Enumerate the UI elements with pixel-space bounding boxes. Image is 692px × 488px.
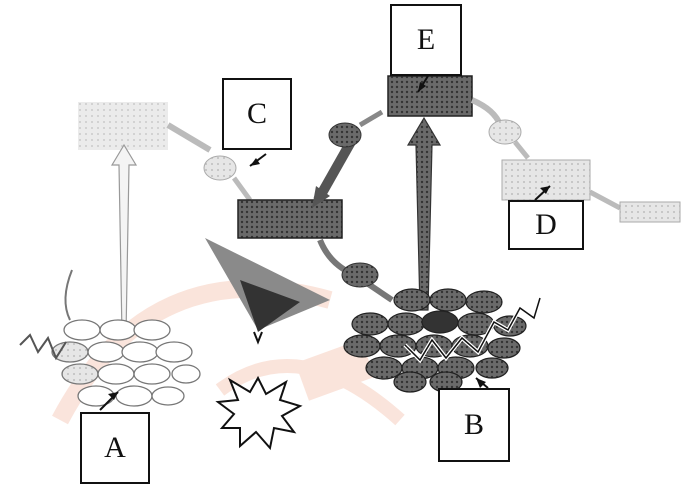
dark-protein-box-center [237,199,343,239]
big-up-arrow-to-e [406,116,442,311]
up-arrow-left [110,143,138,336]
label-d: D [535,208,557,241]
small-protein-c [203,155,237,181]
small-protein-right-of-e [488,119,522,145]
connector-left-to-c [166,122,212,153]
label-c: C [246,97,267,130]
wedge-tip-arrow [253,331,263,345]
connector-c-to-center [231,176,253,202]
label-b: B [463,408,484,441]
small-protein-center-b [341,262,379,288]
receptor-stem-left [64,269,73,321]
small-protein-left-of-e [328,122,362,148]
arrow-center-to-e [313,137,357,203]
zigzag-ligand-left [19,333,67,361]
label-a: A [104,431,126,464]
label-e: E [416,23,436,56]
connector-e-to-d [470,97,503,127]
light-protein-box-left [78,102,168,150]
label-box-b: B [438,388,510,462]
label-box-a: A [80,412,150,484]
wedge-cone-icon [205,238,330,330]
receptor-cluster-b [343,288,527,393]
dark-protein-box-e [387,75,473,117]
wedge-dark-part [240,280,300,332]
receptor-cluster-left [51,319,201,407]
explosion-star-icon [215,375,303,451]
light-protein-box-far-right [619,201,681,223]
label-box-d: D [508,200,584,250]
label-box-e: E [390,4,462,76]
label-box-c: C [222,78,292,150]
